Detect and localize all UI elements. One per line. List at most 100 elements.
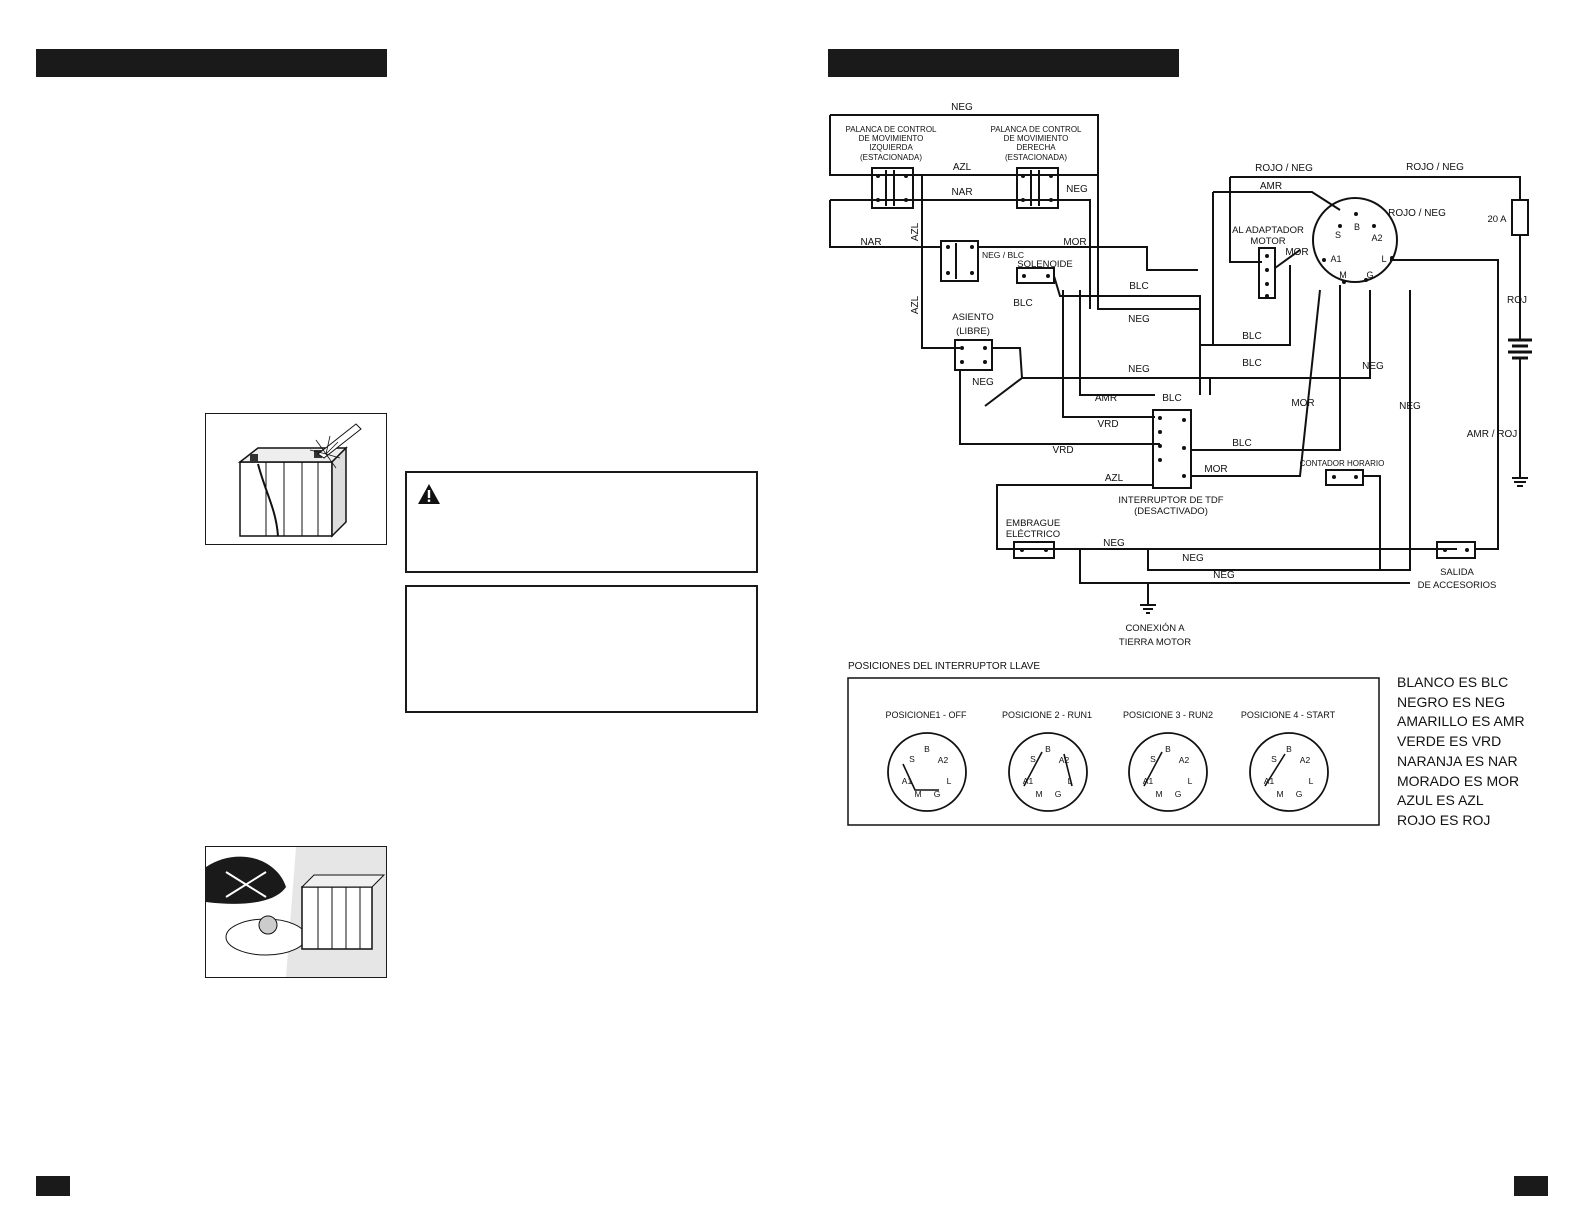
battery-spark-illustration — [205, 413, 387, 545]
legend-item: MORADO ES MOR — [1397, 772, 1520, 789]
wire-label: AMR / ROJ — [1467, 429, 1518, 440]
right-lever-label-2: DE MOVIMIENTO — [1004, 134, 1069, 143]
fuse-label: 20 A — [1487, 214, 1507, 225]
dial-terminal-label: S — [1030, 754, 1036, 764]
dial-terminal-label: L — [947, 776, 952, 786]
ground-label-2: TIERRA MOTOR — [1119, 637, 1191, 648]
wire-label: NEG — [1128, 314, 1150, 325]
wire-label: AZL — [1105, 473, 1124, 484]
wire-label: AZL — [910, 222, 921, 241]
color-legend: BLANCO ES BLC NEGRO ES NEG AMARILLO ES A… — [1397, 673, 1525, 831]
position-label-4: POSICIONE 4 - START — [1241, 710, 1336, 720]
adapter-label-1: AL ADAPTADOR — [1232, 225, 1304, 236]
wire-label: MOR — [1204, 464, 1227, 475]
notice-box — [405, 585, 758, 713]
battery-gloves-illustration — [205, 846, 387, 978]
dial-terminal-label: B — [924, 744, 930, 754]
dial-terminal-label: A2 — [938, 755, 949, 765]
wire-label: AZL — [953, 162, 972, 173]
wire-label: BLC — [1162, 393, 1181, 404]
left-lever-label-4: (ESTACIONADA) — [860, 153, 922, 162]
right-lever-label-3: DERECHA — [1016, 143, 1056, 152]
dial-terminal-label: M — [1035, 789, 1042, 799]
wire-label: BLC — [1242, 331, 1261, 342]
legend-item: VERDE ES VRD — [1397, 733, 1502, 750]
dial-terminal-label: M — [1276, 789, 1283, 799]
legend-item: ROJO ES ROJ — [1397, 811, 1491, 828]
wire-label: MOR — [1285, 247, 1308, 258]
pto-label-1: INTERRUPTOR DE TDF — [1118, 495, 1223, 506]
terminal-a1: A1 — [1330, 254, 1341, 264]
wire-label: NEG — [972, 377, 994, 388]
wire-label: VRD — [1052, 445, 1073, 456]
dial-terminal-label: S — [1150, 754, 1156, 764]
dial-terminal-label: S — [1271, 754, 1277, 764]
terminal-g: G — [1366, 270, 1373, 280]
seat-label-2: (LIBRE) — [956, 326, 990, 337]
solenoid-label: SOLENOIDE — [1017, 259, 1072, 270]
position-label-3: POSICIONE 3 - RUN2 — [1123, 710, 1213, 720]
left-lever-label-3: IZQUIERDA — [869, 143, 913, 152]
position-label-1: POSICIONE1 - OFF — [885, 710, 967, 720]
dial-terminal-label: A2 — [1179, 755, 1190, 765]
terminal-l: L — [1381, 254, 1386, 264]
legend-item: AZUL ES AZL — [1397, 792, 1484, 809]
warning-box — [405, 471, 758, 573]
dial-terminal-label: A2 — [1300, 755, 1311, 765]
dial-terminal-label: B — [1286, 744, 1292, 754]
left-page-number-tab — [36, 1176, 70, 1196]
dial-terminal-label: A1 — [902, 776, 913, 786]
dial-terminal-label: G — [934, 789, 941, 799]
dial-terminal-label: L — [1188, 776, 1193, 786]
wire-label: AMR — [1095, 393, 1117, 404]
dial-terminal-label: G — [1296, 789, 1303, 799]
wire-label: NEG — [951, 102, 973, 113]
terminal-s: S — [1335, 230, 1341, 240]
left-lever-label-1: PALANCA DE CONTROL — [846, 125, 938, 134]
positions-title: POSICIONES DEL INTERRUPTOR LLAVE — [848, 661, 1040, 672]
wire-label: ROJ — [1507, 295, 1527, 306]
dial-terminal-label: B — [1045, 744, 1051, 754]
left-header-bar — [36, 49, 387, 77]
clutch-label-2: ELÉCTRICO — [1006, 529, 1060, 540]
wire-label: NEG — [1103, 538, 1125, 549]
legend-item: BLANCO ES BLC — [1397, 674, 1509, 690]
wire-label: NEG / BLC — [982, 250, 1024, 260]
wire-label: NAR — [951, 187, 972, 198]
hour-meter-label: CONTADOR HORARIO — [1300, 459, 1385, 468]
legend-item: NARANJA ES NAR — [1397, 752, 1518, 769]
wire-label: NAR — [860, 237, 881, 248]
dial-terminal-label: S — [909, 754, 915, 764]
wire-label: ROJO / NEG — [1255, 163, 1313, 174]
pto-label-2: (DESACTIVADO) — [1134, 506, 1208, 517]
wire-label: BLC — [1129, 281, 1148, 292]
terminal-m: M — [1339, 270, 1347, 280]
legend-item: NEGRO ES NEG — [1397, 693, 1506, 710]
wire-label: MOR — [1063, 237, 1086, 248]
wire-label: VRD — [1097, 419, 1118, 430]
dial-terminal-label: A1 — [1143, 776, 1154, 786]
wire-label: MOR — [1291, 398, 1314, 409]
adapter-label-2: MOTOR — [1250, 236, 1285, 247]
wire-label: NEG — [1362, 361, 1384, 372]
wire-label: BLC — [1013, 298, 1032, 309]
terminal-a2: A2 — [1371, 233, 1382, 243]
position-label-2: POSICIONE 2 - RUN1 — [1002, 710, 1092, 720]
wire-label: NEG — [1128, 364, 1150, 375]
outlet-label-2: DE ACCESORIOS — [1418, 580, 1497, 591]
right-header-bar — [828, 49, 1179, 77]
terminal-b: B — [1354, 222, 1360, 232]
wire-label: BLC — [1242, 358, 1261, 369]
dial-terminal-label: G — [1175, 789, 1182, 799]
dial-terminal-label: G — [1055, 789, 1062, 799]
legend-item: AMARILLO ES AMR — [1397, 713, 1525, 730]
dial-terminal-label: M — [1155, 789, 1162, 799]
wire-label: NEG — [1182, 553, 1204, 564]
wire-label: NEG — [1399, 401, 1421, 412]
right-page-number-tab — [1514, 1176, 1548, 1196]
